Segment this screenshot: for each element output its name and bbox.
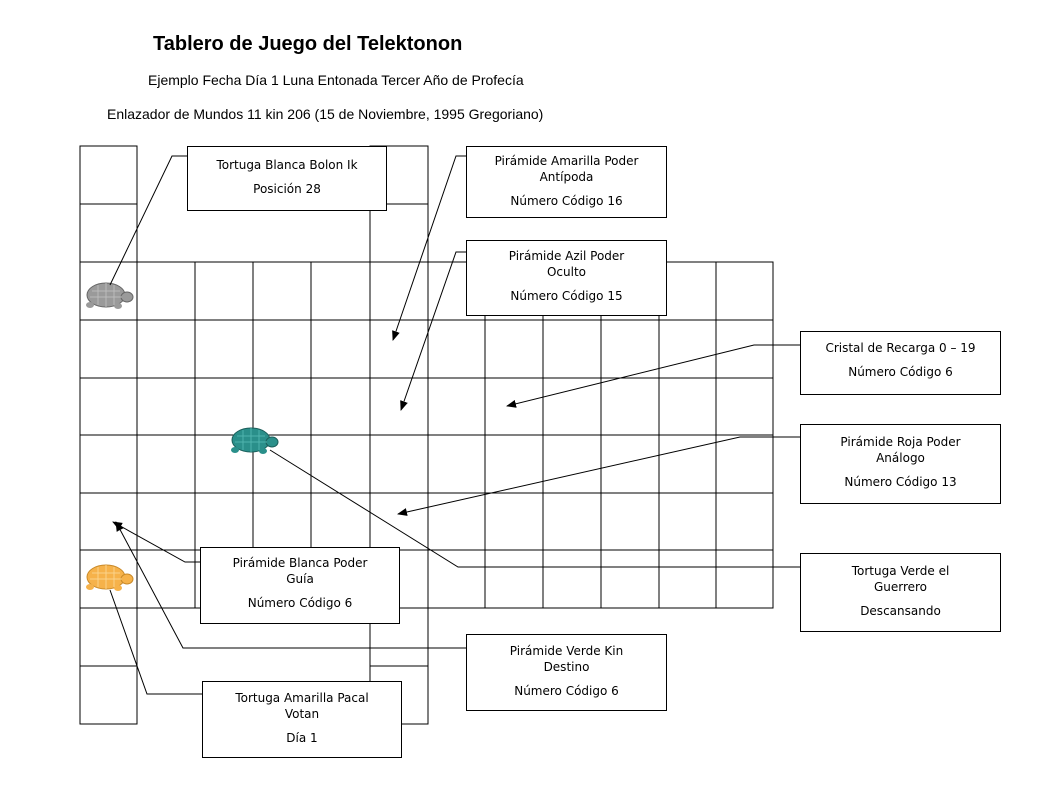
connector-tortuga-verde xyxy=(269,449,800,568)
connector-tortuga-amarilla xyxy=(109,589,202,695)
label-piramide-amarilla: Pirámide Amarilla Poder Antípoda Número … xyxy=(466,146,667,218)
label-line: Posición 28 xyxy=(253,182,321,196)
connectors xyxy=(109,155,800,695)
label-line: Votan xyxy=(284,707,320,721)
label-line: Tortuga Verde el xyxy=(851,564,950,578)
label-line: Número Código 6 xyxy=(514,684,619,698)
turtle-green-icon xyxy=(231,427,279,454)
connector-tortuga-blanca xyxy=(109,155,187,286)
label-line: Tortuga Amarilla Pacal xyxy=(235,691,369,705)
page-title: Tablero de Juego del Telektonon xyxy=(153,33,463,55)
label-line: Número Código 16 xyxy=(510,194,623,208)
board-grid xyxy=(79,145,774,725)
subtitle-date: Ejemplo Fecha Día 1 Luna Entonada Tercer… xyxy=(148,72,524,88)
label-line: Guerrero xyxy=(873,580,928,594)
label-line: Análogo xyxy=(876,451,925,465)
arrow-piramide-verde xyxy=(115,521,466,649)
label-line: Antípoda xyxy=(539,170,594,184)
arrow-piramide-amarilla xyxy=(392,155,466,341)
label-line: Oculto xyxy=(546,265,587,279)
label-piramide-blanca: Pirámide Blanca Poder Guía Número Código… xyxy=(200,547,400,624)
label-piramide-azil: Pirámide Azil Poder Oculto Número Código… xyxy=(466,240,667,316)
arrow-piramide-azil xyxy=(400,251,466,411)
label-line: Cristal de Recarga 0 – 19 xyxy=(825,341,976,355)
label-line: Número Código 6 xyxy=(247,596,353,610)
label-line: Pirámide Azil Poder xyxy=(508,249,625,263)
label-line: Pirámide Blanca Poder xyxy=(232,556,368,570)
label-tortuga-blanca: Tortuga Blanca Bolon Ik Posición 28 xyxy=(187,146,387,211)
label-line: Destino xyxy=(543,660,590,674)
label-line: Pirámide Amarilla Poder xyxy=(494,154,639,168)
label-line: Número Código 13 xyxy=(844,475,957,489)
label-tortuga-amarilla: Tortuga Amarilla Pacal Votan Día 1 xyxy=(202,681,402,758)
turtle-yellow-icon xyxy=(86,564,134,591)
label-tortuga-verde: Tortuga Verde el Guerrero Descansando xyxy=(800,553,1001,632)
turtle-white-icon xyxy=(86,282,134,309)
label-piramide-verde: Pirámide Verde Kin Destino Número Código… xyxy=(466,634,667,711)
arrow-piramide-roja xyxy=(397,436,800,516)
label-line: Pirámide Roja Poder xyxy=(840,435,961,449)
label-cristal-recarga: Cristal de Recarga 0 – 19 Número Código … xyxy=(800,331,1001,395)
subtitle-kin: Enlazador de Mundos 11 kin 206 (15 de No… xyxy=(107,106,544,122)
label-line: Número Código 6 xyxy=(848,365,953,379)
label-line: Guía xyxy=(286,572,314,586)
label-line: Descansando xyxy=(860,604,941,618)
label-line: Día 1 xyxy=(286,731,318,745)
label-line: Tortuga Blanca Bolon Ik xyxy=(216,158,358,172)
arrow-piramide-blanca xyxy=(112,521,200,563)
arrow-cristal-recarga xyxy=(506,344,800,408)
label-line: Número Código 15 xyxy=(510,289,623,303)
label-piramide-roja: Pirámide Roja Poder Análogo Número Códig… xyxy=(800,424,1001,504)
label-line: Pirámide Verde Kin xyxy=(509,644,624,658)
